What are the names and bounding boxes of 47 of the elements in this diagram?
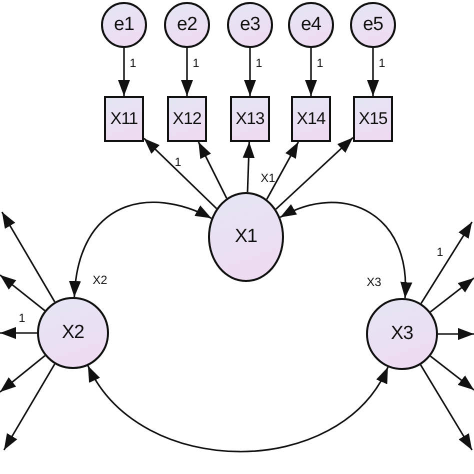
edge-label: 1 [436, 246, 444, 258]
variance-label: X3 [366, 276, 382, 288]
arrow [3, 364, 56, 450]
latent-variable-ellipse: X2 [37, 297, 109, 369]
observed-variable-box: X13 [230, 96, 270, 142]
edge-label: 1 [378, 57, 386, 69]
observed-variable-box: X12 [167, 96, 207, 142]
arrow [118, 48, 130, 96]
arrow [430, 277, 474, 313]
observed-variable-box: X15 [353, 96, 393, 142]
arrow [181, 48, 193, 96]
arrow [367, 48, 379, 96]
arrow [275, 137, 354, 210]
arrow [438, 328, 474, 340]
latent-variable-ellipse: X1 [208, 192, 284, 282]
edge-label: 1 [256, 57, 262, 69]
variance-label: X2 [92, 274, 108, 286]
error-circle: e2 [164, 2, 210, 48]
edge-label: 1 [174, 156, 182, 168]
arrow [266, 142, 300, 200]
double-headed-arrow [87, 365, 389, 452]
error-circle: e1 [101, 2, 147, 48]
arrow [305, 48, 317, 96]
error-circle: e4 [288, 2, 334, 48]
error-circle: e3 [227, 2, 273, 48]
arrow [420, 222, 473, 304]
observed-variable-box: X14 [291, 96, 331, 142]
arrow [430, 355, 474, 391]
arrow [242, 142, 255, 192]
arrow [244, 48, 256, 96]
edge-label: 1 [316, 57, 324, 69]
arrow [0, 327, 37, 339]
arrow [420, 364, 473, 450]
arrow [198, 142, 228, 199]
error-circle: e5 [350, 2, 396, 48]
arrow [143, 138, 218, 210]
edge-label: 1 [192, 57, 200, 69]
edge-label: 1 [18, 312, 26, 324]
latent-variable-ellipse: X3 [366, 298, 438, 370]
double-headed-arrow [280, 202, 412, 298]
edge-label: 1 [130, 57, 136, 69]
observed-variable-box: X11 [104, 96, 144, 142]
double-headed-arrow [70, 202, 212, 298]
arrow [0, 274, 46, 312]
arrow [0, 355, 46, 393]
arrow [1, 212, 56, 302]
variance-label: X1 [260, 172, 276, 184]
